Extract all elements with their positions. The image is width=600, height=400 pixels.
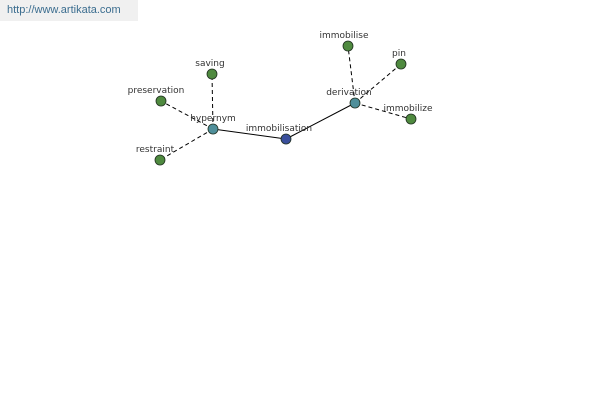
edge-hypernym-preservation [160,100,214,130]
node-derivation[interactable]: derivation [326,88,372,109]
node-circle-immobilisation[interactable] [280,133,292,145]
node-label-immobilise: immobilise [320,31,369,41]
node-label-derivation: derivation [326,88,372,98]
node-label-restraint: restraint [136,145,175,155]
edge-derivation-immobilise [347,45,356,104]
node-pin[interactable]: pin [392,49,407,70]
node-label-saving: saving [195,59,224,69]
node-circle-restraint[interactable] [154,154,166,166]
node-label-preservation: preservation [128,86,185,96]
node-circle-derivation[interactable] [349,97,361,109]
node-circle-immobilize[interactable] [405,113,417,125]
edges-layer [159,45,412,161]
edge-derivation-immobilize [354,102,412,120]
node-circle-preservation[interactable] [155,95,167,107]
edge-derivation-pin [354,63,402,104]
node-hypernym[interactable]: hypernym [190,114,236,135]
node-immobilise[interactable]: immobilise [320,31,369,52]
edge-hypernym-saving [211,73,214,130]
edge-hypernym-restraint [159,128,214,161]
edge-immobilisation-derivation [285,102,356,140]
node-label-pin: pin [392,49,406,59]
node-circle-pin[interactable] [395,58,407,70]
node-label-hypernym: hypernym [190,114,236,124]
watermark-url: http://www.artikata.com [0,0,138,21]
nodes-layer: immobilisation hypernym derivation saving pr… [128,31,433,166]
node-immobilize[interactable]: immobilize [383,104,433,125]
node-circle-saving[interactable] [206,68,218,80]
node-label-immobilize: immobilize [383,104,432,114]
edge-immobilisation-hypernym [212,128,287,140]
node-circle-hypernym[interactable] [207,123,219,135]
node-immobilisation[interactable]: immobilisation [246,124,312,145]
node-circle-immobilise[interactable] [342,40,354,52]
node-restraint[interactable]: restraint [136,145,175,166]
node-saving[interactable]: saving [195,59,225,80]
node-preservation[interactable]: preservation [128,86,185,107]
node-label-immobilisation: immobilisation [246,124,312,134]
